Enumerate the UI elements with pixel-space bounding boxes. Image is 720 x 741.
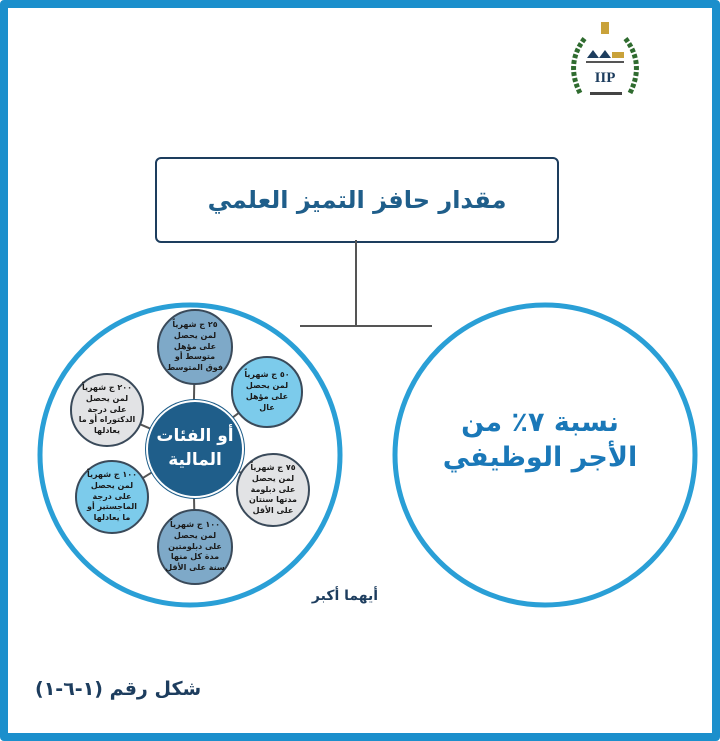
iip-logo: IIP — [560, 18, 650, 108]
figure-caption: شكل رقم (١-٦-١) — [35, 678, 202, 700]
category-node-50: ٥٠ ج شهرياًلمن يحصل على مؤهل عال — [231, 356, 303, 428]
category-node-200-phd: ٢٠٠ ج شهرياًلمن يحصل على درجة الدكتوراه … — [70, 373, 144, 447]
category-node-100-masters: ١٠٠ ج شهرياًلمن يحصل على درجة الماجستير … — [75, 460, 149, 534]
which-larger-label: أيهما أكبر — [311, 588, 379, 604]
right-circle — [392, 302, 698, 608]
category-node-25: ٢٥ ج شهرياًلمن يحصل على مؤهل متوسط أو فو… — [157, 309, 233, 385]
category-node-75: ٧٥ ج شهرياًلمن يحصل على دبلومة مدتها سنت… — [236, 453, 310, 527]
svg-text:IIP: IIP — [595, 70, 616, 86]
category-node-100-diplomas: ١٠٠ ج شهرياًلمن يحصل على دبلومتين مدة كل… — [157, 509, 233, 585]
